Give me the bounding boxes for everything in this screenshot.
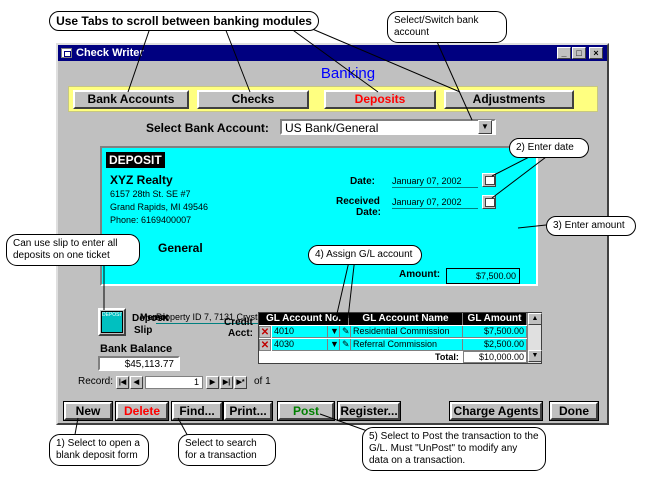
received-date-field[interactable]: January 07, 2002	[392, 195, 478, 209]
tab-strip: Bank Accounts Checks Deposits Adjustment…	[68, 86, 598, 112]
callout-post: 5) Select to Post the transaction to the…	[362, 427, 546, 471]
callout-assign-gl: 4) Assign G/L account	[308, 245, 422, 265]
title-bar: Check Writer _ □ ×	[58, 45, 607, 61]
first-record-icon[interactable]: |◀	[116, 376, 129, 389]
date-calendar-icon[interactable]	[482, 173, 496, 187]
bank-account-label: Select Bank Account:	[146, 121, 269, 135]
bank-balance-value: $45,113.77	[98, 356, 180, 371]
deposit-slip-label-2: Slip	[134, 325, 153, 336]
scroll-up-icon[interactable]: ▲	[528, 313, 542, 325]
minimize-button[interactable]: _	[557, 47, 571, 59]
bank-account-select[interactable]: US Bank/General	[280, 119, 496, 135]
callout-tabs: Use Tabs to scroll between banking modul…	[49, 11, 319, 31]
gl-account-grid: GL Account No. GL Account Name GL Amount…	[258, 312, 542, 364]
deposit-slip-label-1: Deposit	[132, 313, 169, 324]
credit-label-1: Credit	[224, 317, 253, 328]
account-name: General	[158, 241, 203, 255]
check-writer-window: Check Writer _ □ × Banking Bank Accounts…	[56, 43, 609, 425]
delete-row-icon[interactable]: ✕	[259, 326, 271, 338]
find-button[interactable]: Find...	[171, 401, 223, 421]
bank-balance-label: Bank Balance	[100, 343, 173, 355]
deposit-tag: DEPOSIT	[106, 152, 165, 168]
gl-edit-icon[interactable]: ✎	[340, 339, 351, 351]
table-row-gl-name: Residential Commission	[351, 326, 463, 338]
company-phone: Phone: 6169400007	[110, 215, 192, 225]
tab-bank-accounts[interactable]: Bank Accounts	[73, 90, 189, 109]
gl-dropdown-icon[interactable]: ▼	[328, 339, 340, 351]
tab-deposits[interactable]: Deposits	[324, 90, 436, 109]
gl-edit-icon[interactable]: ✎	[340, 326, 351, 338]
received-date-calendar-icon[interactable]	[482, 195, 496, 209]
company-name: XYZ Realty	[110, 173, 173, 187]
date-field[interactable]: January 07, 2002	[392, 174, 478, 188]
amount-label: Amount:	[399, 269, 441, 280]
total-value: $10,000.00	[463, 351, 527, 363]
credit-label-2: Acct:	[228, 328, 254, 339]
deposit-slip-icon: DEPOSIT	[101, 311, 123, 333]
received-date-label-1: Received	[336, 196, 380, 207]
tab-checks[interactable]: Checks	[197, 90, 309, 109]
maximize-button[interactable]: □	[572, 47, 586, 59]
callout-find: Select to search for a transaction	[178, 434, 276, 466]
table-row-gl-no[interactable]: 4010	[272, 326, 328, 338]
grid-header-gl-no: GL Account No.	[259, 313, 349, 325]
total-label: Total:	[435, 352, 459, 362]
new-button[interactable]: New	[63, 401, 113, 421]
app-icon	[61, 48, 72, 58]
amount-field[interactable]: $7,500.00	[446, 268, 520, 284]
table-row-gl-amount[interactable]: $2,500.00	[463, 339, 527, 351]
bank-account-dropdown-button[interactable]: ▼	[478, 120, 492, 134]
print-button[interactable]: Print...	[223, 401, 273, 421]
callout-switch-account: Select/Switch bank account	[387, 11, 507, 43]
register-button[interactable]: Register...	[337, 401, 401, 421]
grid-header-gl-name: GL Account Name	[349, 313, 463, 325]
module-banner: Banking	[320, 65, 376, 82]
grid-scrollbar[interactable]: ▲ ▼	[527, 313, 542, 363]
next-record-icon[interactable]: ▶	[206, 376, 219, 389]
table-row-gl-no[interactable]: 4030	[272, 339, 328, 351]
scroll-down-icon[interactable]: ▼	[528, 350, 542, 362]
record-label: Record:	[78, 376, 114, 387]
received-date-label-2: Date:	[356, 207, 382, 218]
delete-row-icon[interactable]: ✕	[259, 339, 271, 351]
delete-button[interactable]: Delete	[115, 401, 169, 421]
memo-label: Memo:	[140, 312, 169, 322]
callout-deposit-slip: Can use slip to enter all deposits on on…	[6, 234, 140, 266]
company-address-1: 6157 28th St. SE #7	[110, 189, 191, 199]
done-button[interactable]: Done	[549, 401, 599, 421]
record-count: of 1	[254, 376, 271, 387]
post-button[interactable]: Post	[277, 401, 335, 421]
tab-adjustments[interactable]: Adjustments	[444, 90, 574, 109]
gl-dropdown-icon[interactable]: ▼	[328, 326, 340, 338]
callout-enter-date: 2) Enter date	[509, 138, 589, 158]
previous-record-icon[interactable]: ◀	[130, 376, 143, 389]
grid-header-gl-amount: GL Amount	[463, 313, 527, 325]
date-label: Date:	[350, 176, 376, 187]
new-record-icon[interactable]: ▶*	[234, 376, 247, 389]
bank-account-value: US Bank/General	[285, 121, 379, 135]
window-title: Check Writer	[76, 47, 144, 59]
deposit-form: DEPOSIT XYZ Realty 6157 28th St. SE #7 G…	[100, 146, 538, 324]
table-row-gl-name: Referral Commission	[351, 339, 463, 351]
callout-new-form: 1) Select to open a blank deposit form	[49, 434, 149, 466]
charge-agents-button[interactable]: Charge Agents	[449, 401, 543, 421]
last-record-icon[interactable]: ▶|	[220, 376, 233, 389]
close-button[interactable]: ×	[589, 47, 603, 59]
record-number-input[interactable]: 1	[145, 376, 203, 389]
company-address-2: Grand Rapids, MI 49546	[110, 202, 209, 212]
deposit-slip-button[interactable]: DEPOSIT	[98, 308, 126, 336]
callout-enter-amount: 3) Enter amount	[546, 216, 636, 236]
table-row-gl-amount[interactable]: $7,500.00	[463, 326, 527, 338]
